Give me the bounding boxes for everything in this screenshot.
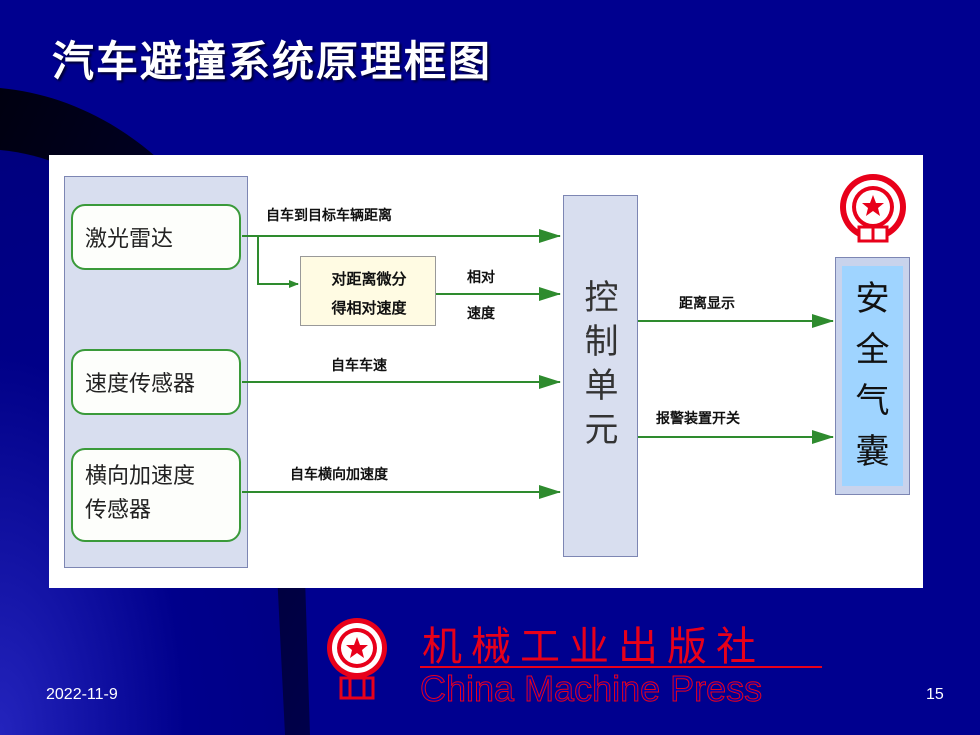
sensor-label: 激光雷达 [85, 227, 174, 252]
publisher-name-cn: 机械工业出版社 [422, 624, 765, 670]
airbag-char: 全 [855, 330, 890, 370]
control-unit-char: 元 [584, 410, 619, 450]
slide-date: 2022-11-9 [46, 686, 118, 703]
label-relative-speed-2: 速度 [467, 306, 495, 322]
arrow-radar-to-calc [257, 236, 299, 288]
calc-line-1: 对距离微分 [331, 270, 407, 288]
control-unit-char: 控 [584, 278, 619, 318]
publisher-name-en: China Machine Press [419, 668, 763, 710]
label-distance-display: 距离显示 [679, 296, 735, 312]
sensor-lateral-accel: 横向加速度 传感器 [71, 448, 241, 542]
control-unit: 控 制 单 元 [563, 195, 638, 557]
label-lateral-accel: 自车横向加速度 [290, 467, 388, 483]
sensor-label: 横向加速度 [85, 464, 196, 489]
publisher-divider [420, 666, 822, 668]
airbag-char: 安 [855, 279, 890, 319]
slide-page-number: 15 [926, 686, 944, 703]
airbag-unit: 安 全 气 囊 [835, 257, 910, 495]
sensor-label: 速度传感器 [85, 372, 196, 397]
airbag-char: 气 [855, 381, 890, 421]
calc-line-2: 得相对速度 [331, 299, 407, 317]
airbag-logo [840, 174, 906, 243]
publisher-logo [327, 618, 387, 700]
sensor-speed: 速度传感器 [71, 349, 241, 415]
label-own-speed: 自车车速 [331, 358, 387, 374]
control-unit-char: 单 [584, 366, 619, 406]
label-relative-speed-1: 相对 [467, 270, 495, 286]
slide-title: 汽车避撞系统原理框图 [52, 37, 493, 86]
control-unit-char: 制 [584, 322, 619, 362]
label-alarm-switch: 报警装置开关 [656, 411, 740, 427]
differentiation-box: 对距离微分 得相对速度 [300, 256, 436, 326]
sensor-laser-radar: 激光雷达 [71, 204, 241, 270]
sensor-label: 传感器 [85, 498, 152, 523]
label-target-distance: 自车到目标车辆距离 [266, 208, 392, 224]
airbag-char: 囊 [855, 432, 890, 472]
